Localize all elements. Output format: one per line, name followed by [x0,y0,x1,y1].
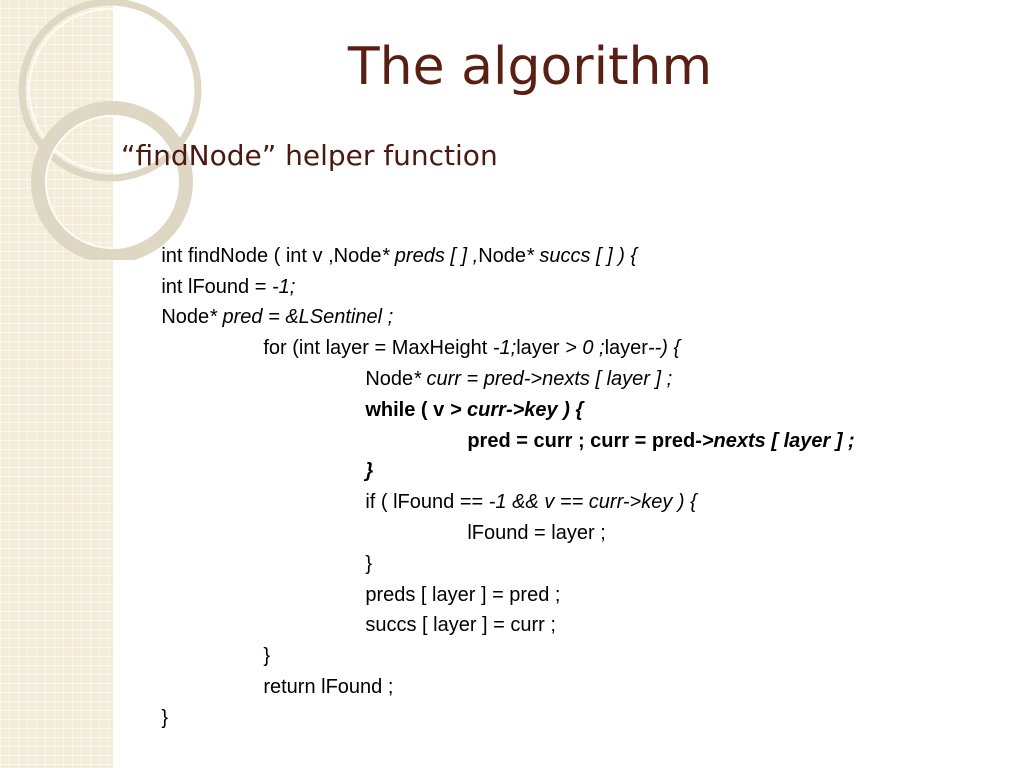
code-line: for (int layer = MaxHeight -1;layer > 0 … [128,302,855,359]
code-block: int findNode ( int v ,Node* preds [ ] ,N… [128,210,855,729]
code-token: int lFound = [161,275,272,298]
code-token: preds [ layer ] = pred ; [365,583,561,606]
code-token: -1; [492,337,517,360]
code-line: } [128,426,855,482]
code-token: -1; [271,275,296,298]
code-token: * preds [ ] , [381,244,479,267]
code-token: Node [161,306,210,329]
code-token: int findNode ( int v ,Node [161,244,382,267]
code-line: } [128,518,855,575]
code-line: Node* pred = &LSentinel ; [128,272,855,328]
code-token: Node [478,244,526,267]
code-token: } [263,645,271,668]
code-line: preds [ layer ] = pred ; [128,549,855,606]
code-token: if ( lFound == [365,491,489,514]
code-token: lFound = layer ; [467,521,606,544]
code-token: } [365,460,374,483]
code-token: * curr = pred->nexts [ layer ] ; [413,367,673,390]
code-token: pred = curr ; curr = pred [467,429,696,452]
code-token: ->nexts [ layer ] ; [695,429,855,452]
code-token: } [161,706,169,729]
code-line: return lFound ; [128,641,855,698]
decorative-side-strip [0,0,113,768]
code-token: Node [365,367,414,390]
code-line: if ( lFound == -1 && v == curr->key ) { [128,456,855,513]
code-token: layer [516,337,566,360]
code-token: -1 && v == curr->key ) { [488,491,697,514]
code-line: succs [ layer ] = curr ; [128,580,855,636]
code-token: return lFound ; [263,675,394,698]
code-token: > curr->key ) { [449,398,584,421]
code-line: pred = curr ; curr = pred->nexts [ layer… [128,395,854,452]
code-line: lFound = layer ; [128,487,855,544]
code-token: * pred = &LSentinel ; [209,306,394,329]
code-line: int findNode ( int v ,Node* preds [ ] ,N… [128,210,855,267]
code-line: } [128,610,855,667]
code-line: while ( v > curr->key ) { [128,364,855,421]
code-token: layer [604,337,648,360]
code-token: * succs [ ] ) { [526,244,638,267]
code-token: --) { [647,337,681,360]
slide-subtitle: “findNode” helper function [121,139,498,172]
code-token: while ( v [365,398,450,421]
code-token: for (int layer = MaxHeight [263,337,493,360]
code-line: } [128,672,855,729]
code-line: Node* curr = pred->nexts [ layer ] ; [128,333,855,390]
code-token: } [365,552,373,575]
code-token: > 0 ; [565,337,605,360]
code-token: succs [ layer ] = curr ; [365,614,556,637]
code-line: int lFound = -1; [128,241,855,298]
slide-title: The algorithm [347,37,713,97]
